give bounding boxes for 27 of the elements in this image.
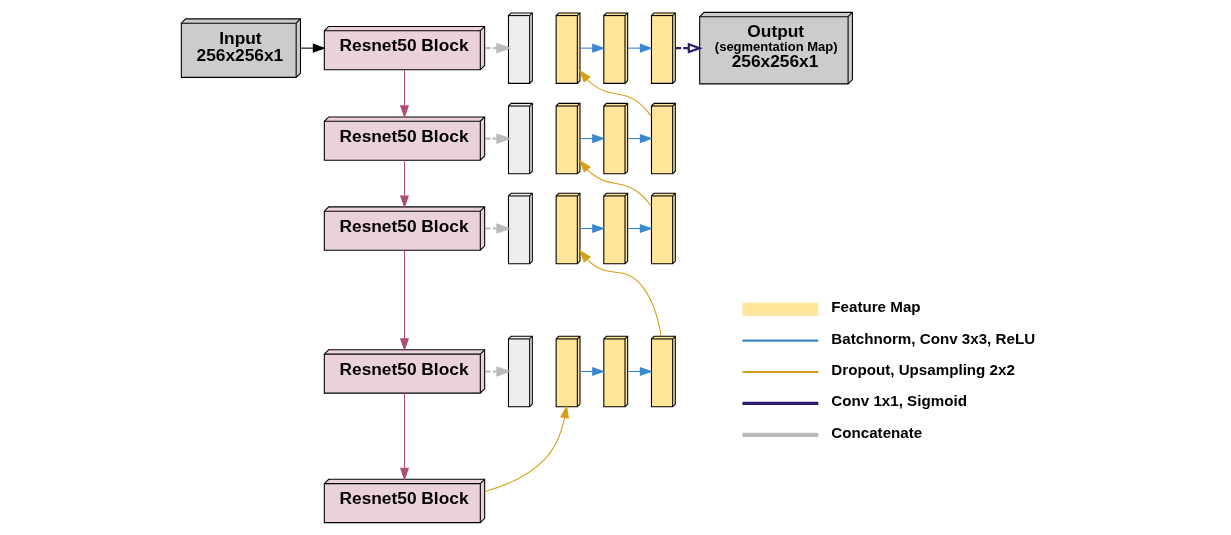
arrow	[626, 223, 653, 234]
arrow	[626, 366, 653, 377]
arrow	[579, 43, 605, 53]
arrow	[484, 223, 512, 234]
legend-label: Conv 1x1, Sigmoid	[830, 392, 967, 410]
arrow	[299, 43, 326, 53]
legend-label: Batchnorm, Conv 3x3, ReLU	[830, 329, 1035, 347]
arrow	[578, 69, 652, 117]
arrow	[399, 69, 409, 119]
legend-label: Dropout, Upsampling 2x2	[830, 360, 1015, 378]
legend-label: Feature Map	[830, 298, 921, 316]
arrow	[579, 134, 605, 144]
arrow	[484, 366, 512, 377]
arrow	[399, 159, 409, 209]
arrow	[626, 43, 653, 53]
arrow	[578, 249, 662, 337]
arrow	[483, 405, 569, 492]
arrow	[626, 134, 653, 144]
legend-label: Concatenate	[830, 423, 922, 441]
arrow	[484, 133, 512, 144]
arrow	[578, 159, 652, 207]
arrow	[484, 42, 512, 54]
arrow	[675, 42, 703, 54]
arrow	[579, 366, 605, 377]
arrow	[579, 223, 605, 234]
arrow	[399, 249, 409, 352]
arrow	[399, 392, 409, 481]
